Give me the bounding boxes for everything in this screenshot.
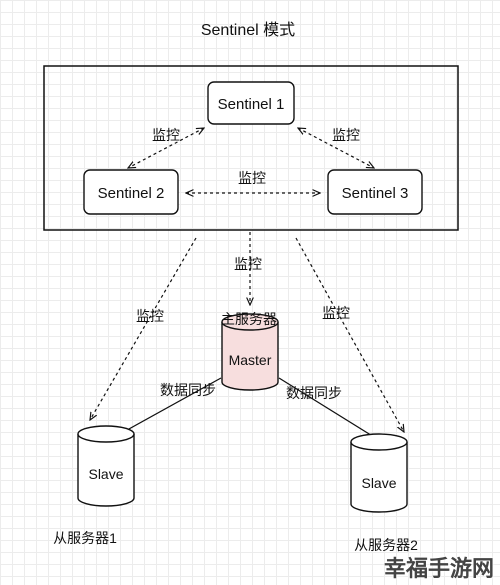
sentinel-1-node: Sentinel 1 [207,81,295,125]
slave-2-node: Slave [350,433,408,513]
sync-label-slave2: 数据同步 [286,385,342,401]
sentinel-3-label: Sentinel 3 [342,185,409,202]
diagram-title: Sentinel 模式 [201,21,295,39]
monitor-label-master: 监控 [234,256,262,272]
master-node: Master [221,313,279,391]
monitor-arrow-s1-s3 [298,128,374,168]
sync-label-slave1: 数据同步 [160,382,216,398]
slave-1-name: Slave [88,466,123,482]
monitor-arrow-slave2 [295,237,404,432]
sentinel-3-node: Sentinel 3 [327,169,423,215]
sentinel-2-label: Sentinel 2 [98,185,165,202]
slave-2-caption: 从服务器2 [354,537,418,553]
monitor-label-s1-s2: 监控 [152,127,180,143]
sync-arrow-slave2 [278,377,382,442]
monitor-arrow-slave1 [90,237,197,420]
monitor-arrow-s1-s2 [128,128,204,168]
slave-1-caption: 从服务器1 [53,530,117,546]
slave-1-node: Slave [77,425,135,507]
master-caption: 主服务器 [221,311,277,327]
sync-arrow-slave1 [118,377,222,435]
sentinel-1-label: Sentinel 1 [218,96,285,113]
monitor-label-s1-s3: 监控 [332,127,360,143]
slave-2-name: Slave [361,475,396,491]
sentinel-group-frame [43,65,459,231]
sentinel-2-node: Sentinel 2 [83,169,179,215]
master-name: Master [229,352,272,368]
monitor-label-s2-s3: 监控 [238,170,266,186]
watermark-logo: 幸福手游网 [383,557,494,582]
monitor-label-slave2: 监控 [322,305,350,321]
monitor-label-slave1: 监控 [136,308,164,324]
